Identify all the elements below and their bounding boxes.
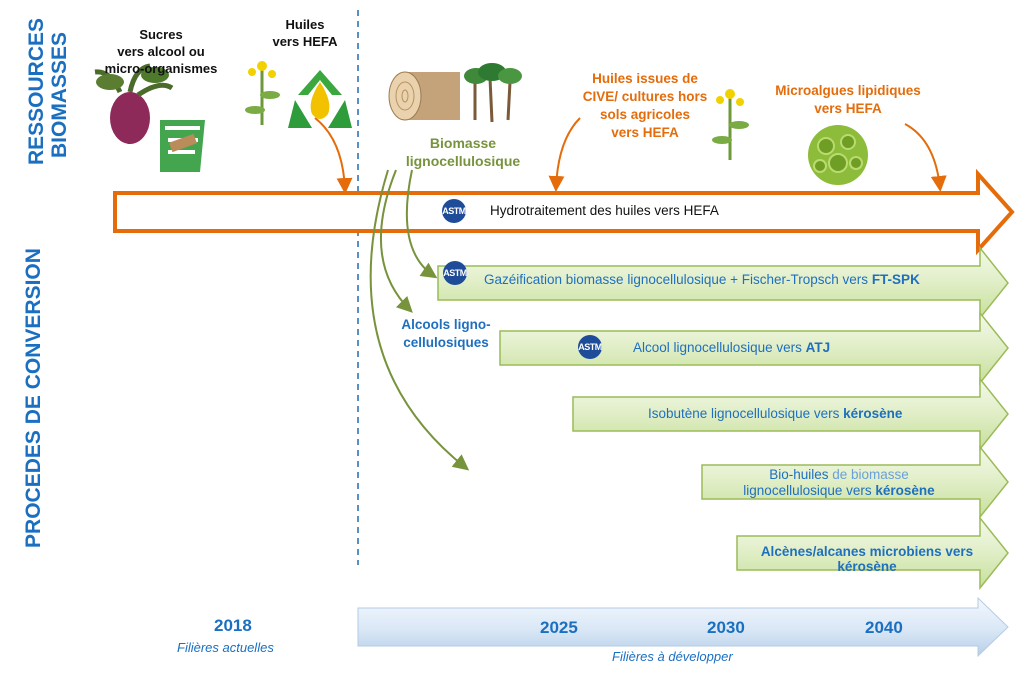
atj-product: ATJ xyxy=(805,340,831,355)
cive-plant-icon xyxy=(712,89,749,160)
lignocellulosic-line1: Biomasse xyxy=(429,135,497,151)
isobutene-arrow xyxy=(572,376,1009,452)
biooils-mid: de biomasse xyxy=(828,467,909,482)
ftspk-prefix: Gazéification biomasse lignocellulosique… xyxy=(484,272,869,287)
alkenes-process-label: Alcènes/alcanes microbiens vers kérosène xyxy=(742,544,992,574)
current-pathways-label: Filières actuelles xyxy=(177,640,274,655)
cive-label: Huiles issues de CIVE/ cultures hors sol… xyxy=(565,70,725,142)
resources-title-line2: BIOMASSES xyxy=(48,31,71,159)
cive-line4: vers HEFA xyxy=(611,125,679,140)
astm-logo-icon: ASTM xyxy=(442,199,466,223)
processes-side-title: PROCEDES DE CONVERSION xyxy=(22,248,45,548)
alkenes-line1: Alcènes/alcanes microbiens vers xyxy=(760,544,974,559)
biooils-process-label: Bio-huiles de biomasse lignocellulosique… xyxy=(724,467,954,499)
resources-side-title: RESSOURCES BIOMASSES xyxy=(25,17,75,165)
lignocellulosic-label: Biomasse lignocellulosique xyxy=(388,134,538,170)
cive-line1: Huiles issues de xyxy=(592,71,698,86)
future-pathways-label: Filières à développer xyxy=(612,649,733,664)
microalgae-icon xyxy=(808,125,868,185)
year-2030: 2030 xyxy=(707,618,745,637)
wood-log-icon xyxy=(388,71,460,121)
alkenes-product: kérosène xyxy=(837,559,897,574)
recycle-oil-drop-icon xyxy=(288,70,352,128)
timeline-arrow xyxy=(357,596,1009,658)
year-2018: 2018 xyxy=(214,616,252,635)
astm-logo-icon: ASTM xyxy=(578,335,602,359)
microalgae-connector xyxy=(904,123,947,192)
year-2040: 2040 xyxy=(865,618,903,637)
alcohols-line1: Alcools ligno- xyxy=(401,317,491,332)
ftspk-arrow xyxy=(437,245,1009,321)
isobutene-product: kérosène xyxy=(843,406,903,421)
cive-connector xyxy=(548,117,581,192)
microalgae-line2: vers HEFA xyxy=(814,101,882,116)
atj-process-label: Alcool lignocellulosique vers ATJ xyxy=(633,340,830,355)
oil-plant-icon xyxy=(245,61,280,125)
alcohols-connector xyxy=(380,169,413,313)
oils-connector xyxy=(314,117,353,194)
sugars-line3: micro-organismes xyxy=(104,61,218,76)
ftspk-process-label: Gazéification biomasse lignocellulosique… xyxy=(484,272,920,287)
oils-label: Huiles vers HEFA xyxy=(255,16,355,50)
microalgae-label: Microalgues lipidiques vers HEFA xyxy=(758,82,938,118)
ftspk-connector xyxy=(405,169,438,279)
isobutene-prefix: Isobutène lignocellulosique vers xyxy=(648,406,840,421)
cive-line3: sols agricoles xyxy=(599,107,691,122)
ftspk-product: FT-SPK xyxy=(871,272,920,287)
biooils-product: kérosène xyxy=(875,483,935,498)
biooils-line2: lignocellulosique vers xyxy=(743,483,872,498)
oils-line1: Huiles xyxy=(285,17,325,32)
year-2025: 2025 xyxy=(540,618,578,637)
resources-title-line1: RESSOURCES xyxy=(25,17,48,165)
microalgae-line1: Microalgues lipidiques xyxy=(775,83,921,98)
sugars-line1: Sucres xyxy=(139,27,183,42)
alcohols-line2: cellulosiques xyxy=(403,335,489,350)
sugars-label: Sucres vers alcool ou micro-organismes xyxy=(96,26,226,77)
isobutene-process-label: Isobutène lignocellulosique vers kérosèn… xyxy=(648,406,902,421)
atj-arrow xyxy=(499,310,1009,386)
biooils-prefix: Bio-huiles xyxy=(769,467,829,482)
hefa-process-label: Hydrotraitement des huiles vers HEFA xyxy=(490,203,719,218)
astm-logo-icon: ASTM xyxy=(443,261,467,285)
atj-prefix: Alcool lignocellulosique vers xyxy=(633,340,802,355)
oils-line2: vers HEFA xyxy=(272,34,338,49)
trees-icon xyxy=(464,63,522,123)
lignocellulosic-line2: lignocellulosique xyxy=(405,153,521,169)
cive-line2: CIVE/ cultures hors xyxy=(582,89,708,104)
biooils-connector xyxy=(369,169,470,471)
alcohols-label: Alcools ligno- cellulosiques xyxy=(386,316,506,352)
sugars-line2: vers alcool ou xyxy=(117,44,205,59)
alkenes-arrow xyxy=(736,515,1009,591)
beet-recycle-icon xyxy=(94,63,205,172)
biooils-arrow xyxy=(701,444,1009,520)
